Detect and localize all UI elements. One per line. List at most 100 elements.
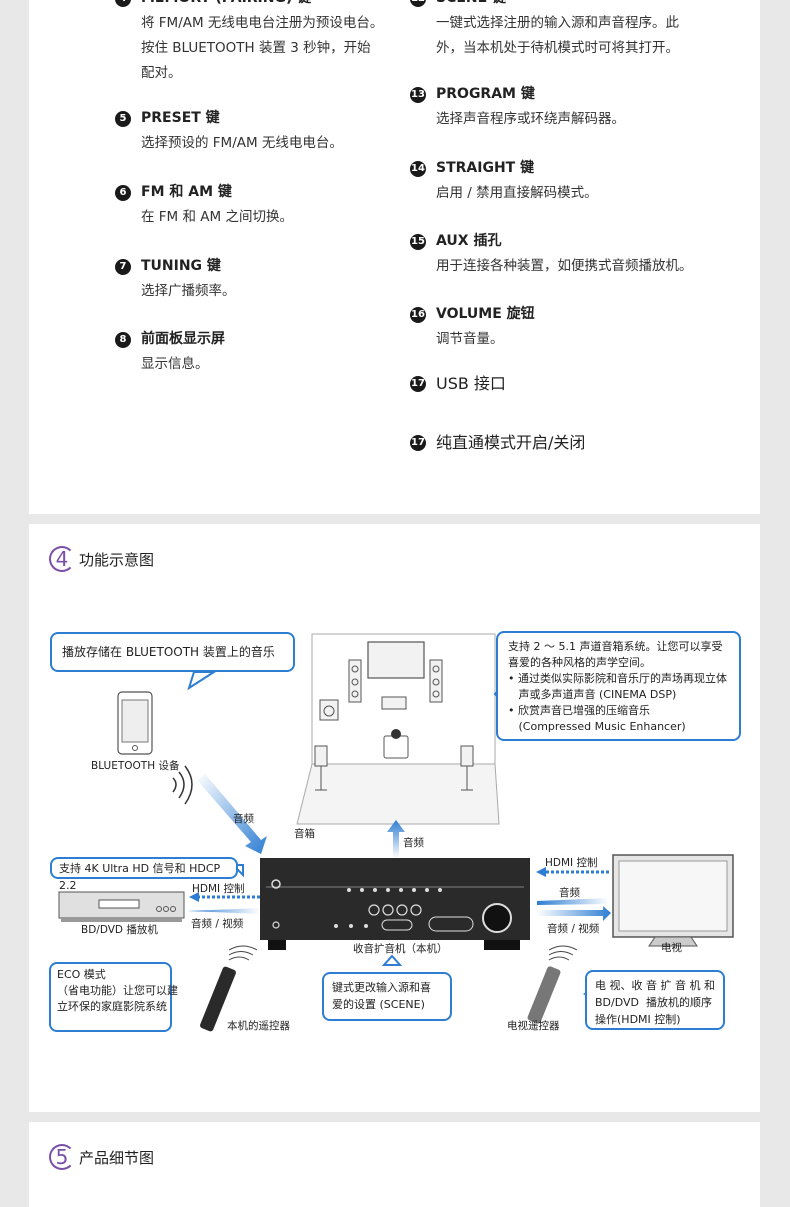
key-title-text: 纯直通模式开启/关闭 [436,433,586,452]
key-number-badge: 4 [115,0,131,7]
key-title-text: PROGRAM 键 [436,86,535,102]
tv-icon [612,854,734,947]
callout-line: 支持 2 ～ 5.1 声道音箱系统。让您可以享受 [508,640,723,653]
rear-speaker-left-icon [314,745,328,791]
callout-line: 立环保的家庭影院系统 [57,1000,167,1013]
callout-line: (Compressed Music Enhancer) [508,720,686,733]
callout-line: 喜爱的各种风格的声学空间。 [508,656,651,669]
4k-callout: 支持 4K Ultra HD 信号和 HDCP 2.2 [50,857,238,892]
audio-label-2: 音频 [403,837,424,849]
key-number-badge: 8 [115,331,131,348]
speaker-label: 音箱 [294,828,315,840]
key-item-desc: 在 FM 和 AM 之间切换。 [141,209,293,225]
key-title-text: PRESET 键 [141,110,220,126]
scene-callout: 键式更改输入源和喜爱的设置 (SCENE) [322,972,452,1021]
key-item-title: 17 USB 接口 [410,371,506,396]
section-number: 5 [49,1144,75,1170]
tv-remote-icon [527,945,578,1024]
bd-player-label: BD/DVD 播放机 [81,924,158,936]
key-item: 7 TUNING 键选择广播频率。 [115,254,236,304]
key-item: 17 USB 接口 [410,371,506,396]
bluetooth-device-label: BLUETOOTH 设备 [91,760,180,772]
key-item-desc: 选择预设的 FM/AM 无线电电台。 [141,135,343,151]
audio-label-right: 音频 [559,887,580,899]
subwoofer-icon [319,699,339,721]
key-item: 17 纯直通模式开启/关闭 [410,430,585,455]
key-number-badge: 15 [410,233,426,250]
key-number-badge: 7 [115,258,131,275]
tv-remote-label: 电视遥控器 [507,1020,560,1032]
key-title-text: VOLUME 旋钮 [436,306,535,322]
key-item-desc: 一键式选择注册的输入源和声音程序。此 [436,15,679,31]
audio-label-1: 音频 [233,813,254,825]
key-item-desc: 选择声音程序或环绕声解码器。 [436,111,625,127]
key-item-title: 4 MEMORY (PAIRING) 键 [115,0,383,11]
bd-player-icon [58,891,185,922]
unit-remote-label: 本机的遥控器 [227,1020,290,1032]
key-item-desc: 用于连接各种装置，如便携式音频播放机。 [436,258,693,274]
key-item-desc: 外，当本机处于待机模式时可将其打开。 [436,40,679,56]
key-number-badge: 14 [410,160,426,177]
callout-line: 键式更改输入源和喜 [332,981,431,994]
key-item-title: 15 AUX 插孔 [410,229,693,254]
callout-line: • 欣赏声音已增强的压缩音乐 [508,704,650,717]
rear-speaker-right-icon [460,745,474,791]
key-item-desc: 将 FM/AM 无线电电台注册为预设电台。 [141,15,384,31]
key-item: 12 SCENE 键一键式选择注册的输入源和声音程序。此外，当本机处于待机模式时可… [410,0,679,61]
key-number-badge: 5 [115,110,131,127]
callout-line: 电 视、收 音 扩 音 机 和 [595,979,715,992]
receiver-icon [260,858,530,950]
hdmi-control-arrow-left [189,892,260,902]
av-label-right: 音频 / 视频 [547,923,600,935]
product-detail-panel: 5 产品细节图 [29,1122,760,1207]
callout-line: 爱的设置 (SCENE) [332,998,425,1011]
av-arrow-right [537,906,611,921]
av-label-left: 音频 / 视频 [191,918,244,930]
callout-line: 操作(HDMI 控制) [595,1013,681,1026]
front-speaker-right-icon [429,659,443,703]
key-title-text: USB 接口 [436,374,506,393]
key-item-desc: 调节音量。 [436,331,504,347]
key-item: 5 PRESET 键选择预设的 FM/AM 无线电电台。 [115,106,343,156]
key-number-badge: 12 [410,0,426,7]
listener-icon [383,729,409,759]
callout-line: 声或多声道声音 (CINEMA DSP) [508,688,677,701]
callout-tail-scene [381,954,403,966]
hdmi-control-arrow-right [536,867,609,877]
key-item-desc: 配对。 [141,65,182,81]
room-tv-icon [367,641,425,679]
section-title-text: 产品细节图 [79,1148,155,1167]
key-item-desc: 选择广播频率。 [141,283,236,299]
section-number: 4 [49,546,75,572]
function-diagram-panel: 4 功能示意图 [29,524,760,1112]
key-item-title: 17 纯直通模式开启/关闭 [410,430,585,455]
key-number-badge: 17 [410,434,426,451]
audio-arrow-diagonal [197,774,267,854]
key-item-title: 12 SCENE 键 [410,0,679,11]
tv-label: 电视 [661,942,682,954]
section-title-5: 5 产品细节图 [49,1144,154,1170]
key-number-badge: 6 [115,184,131,201]
key-title-text: TUNING 键 [141,258,221,274]
hdmi-control-label-right: HDMI 控制 [545,857,598,869]
key-title-text: AUX 插孔 [436,233,502,249]
key-title-text: SCENE 键 [436,0,506,11]
audio-arrow-up [387,820,405,858]
key-item-desc: 显示信息。 [141,356,209,372]
center-speaker-icon [381,696,407,710]
key-number-badge: 17 [410,375,426,392]
diagram-graphics [58,633,734,1032]
callout-line: （省电功能）让您可以建 [57,984,178,997]
key-title-text: MEMORY (PAIRING) 键 [141,0,311,11]
bluetooth-callout: 播放存储在 BLUETOOTH 装置上的音乐 [50,632,295,672]
key-item-desc: 按住 BLUETOOTH 装置 3 秒钟，开始 [141,40,371,56]
